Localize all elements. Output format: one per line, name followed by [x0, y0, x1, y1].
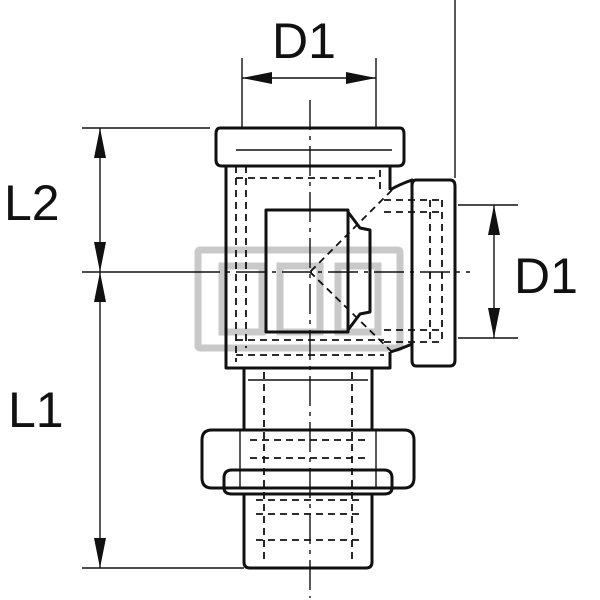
- dimension-l1: L1: [8, 272, 244, 569]
- dimension-d1-top: D1: [241, 13, 377, 128]
- internal-window: [264, 208, 372, 334]
- hidden-lines: [235, 149, 444, 560]
- tee-body-outline: [200, 126, 457, 570]
- label-d1-side: D1: [514, 248, 578, 304]
- dimension-d1-side: D1: [458, 204, 578, 339]
- label-l2: L2: [4, 175, 60, 231]
- label-d1-top: D1: [272, 13, 336, 69]
- dimension-l2: L2: [4, 127, 210, 273]
- centre-lines: [190, 100, 470, 598]
- label-l1: L1: [8, 382, 64, 438]
